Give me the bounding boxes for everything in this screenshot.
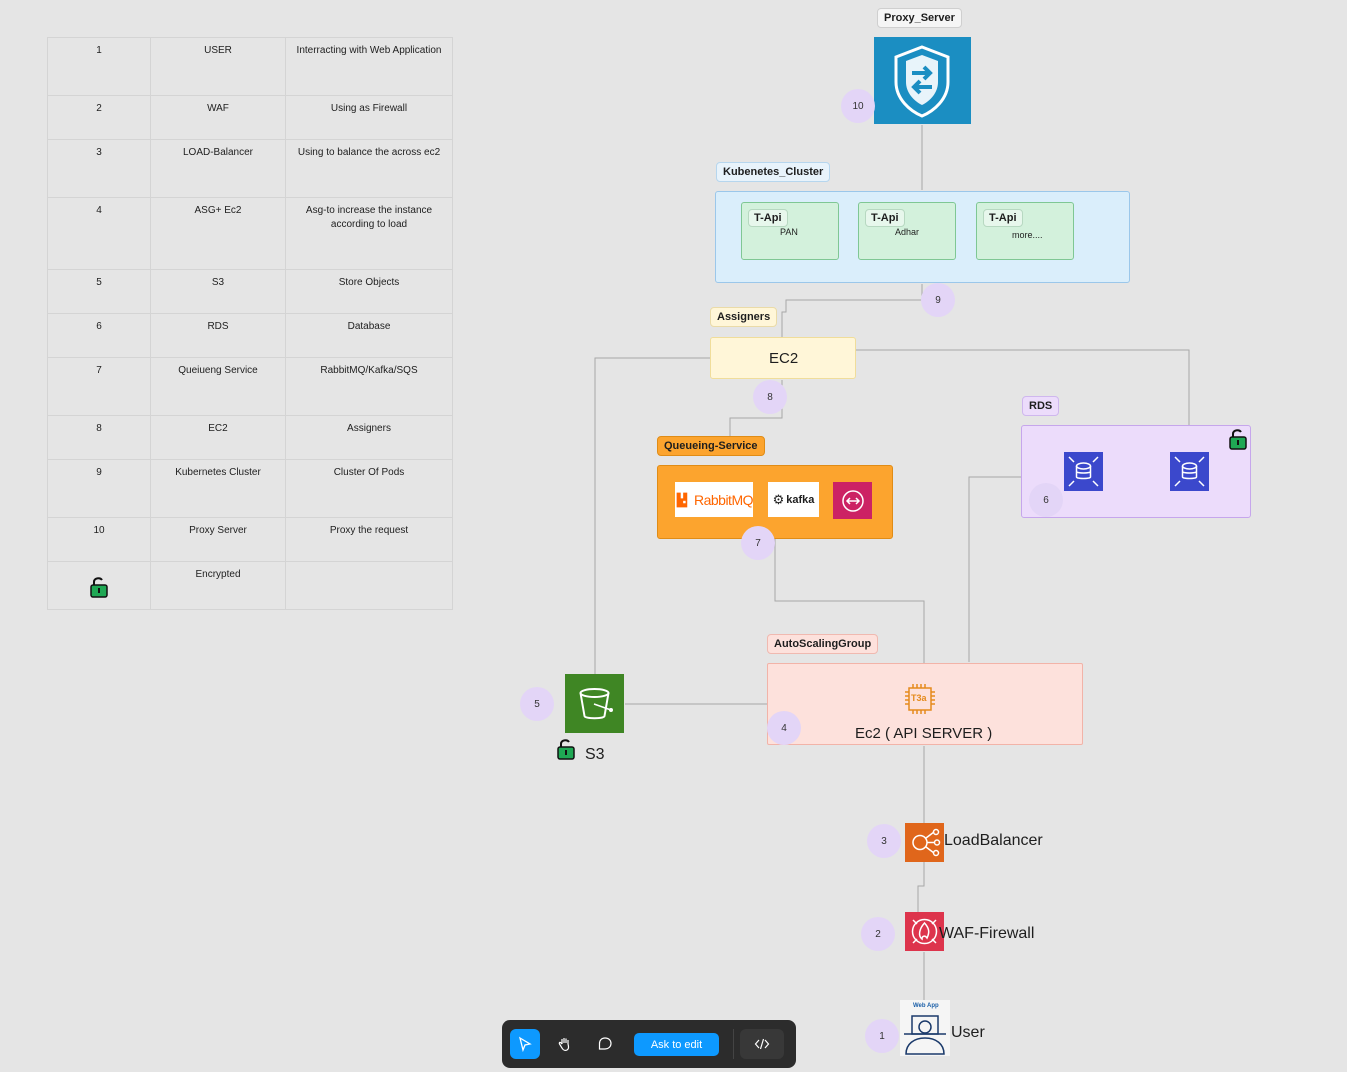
legend-cell-name: USER xyxy=(150,37,286,96)
tapi-sub: more.... xyxy=(1012,230,1043,240)
proxy-server-icon[interactable] xyxy=(874,37,971,124)
cursor-icon xyxy=(518,1036,532,1052)
legend-cell-num: 7 xyxy=(47,357,151,416)
dev-mode-toggle[interactable] xyxy=(740,1029,784,1059)
legend-cell-desc: Cluster Of Pods xyxy=(285,459,453,518)
legend-cell-name: WAF xyxy=(150,95,286,140)
comment-icon xyxy=(598,1037,612,1050)
ec2-label: EC2 xyxy=(769,350,799,367)
step-badge-5: 5 xyxy=(520,687,554,721)
step-badge-3: 3 xyxy=(867,824,901,858)
api-server-label: Ec2 ( API SERVER ) xyxy=(855,725,993,742)
rds-replica-icon[interactable] xyxy=(1170,452,1209,491)
legend-cell-num: 10 xyxy=(47,517,151,562)
t3a-label: T3a xyxy=(911,693,927,703)
assigners-tag: Assigners xyxy=(710,307,778,327)
rds-primary-icon[interactable] xyxy=(1064,452,1103,491)
tapi-sub: Adhar xyxy=(895,227,920,237)
legend-cell-desc: Using as Firewall xyxy=(285,95,453,140)
waf-firewall-icon[interactable] xyxy=(905,912,944,951)
step-badge-2: 2 xyxy=(861,917,895,951)
ec2-assigners-box[interactable]: EC2 xyxy=(710,337,856,379)
legend-cell-desc: Store Objects xyxy=(285,269,453,314)
s3-encrypted-lock-icon xyxy=(557,739,575,760)
api-server-box[interactable]: T3a Ec2 ( API SERVER ) xyxy=(767,663,1083,745)
step-badge-10: 10 xyxy=(841,89,875,123)
step-badge-1: 1 xyxy=(865,1019,899,1053)
kafka-logo: ⚙ kafka xyxy=(768,482,819,517)
legend-cell-name: Kubernetes Cluster xyxy=(150,459,286,518)
rabbitmq-logo: RabbitMQ xyxy=(675,482,754,517)
sqs-icon xyxy=(833,482,872,519)
kafka-icon: ⚙ xyxy=(772,491,785,507)
legend-cell-name: RDS xyxy=(150,313,286,358)
web-app-label: Web App xyxy=(913,1003,939,1009)
step-badge-6: 6 xyxy=(1029,483,1063,517)
kubernetes-cluster-tag: Kubenetes_Cluster xyxy=(716,162,831,182)
step-badge-4: 4 xyxy=(767,711,801,745)
hand-icon xyxy=(558,1038,570,1051)
comment-tool-button[interactable] xyxy=(590,1029,620,1059)
load-balancer-icon[interactable] xyxy=(905,823,944,862)
rabbitmq-text: RabbitMQ xyxy=(693,491,754,508)
web-app-user-icon[interactable]: Web App xyxy=(900,1000,950,1056)
tapi-more[interactable]: T-Api more.... xyxy=(976,202,1074,260)
ask-to-edit-button[interactable]: Ask to edit xyxy=(634,1033,719,1056)
rds-tag: RDS xyxy=(1022,396,1060,416)
tapi-pan[interactable]: T-Api PAN xyxy=(741,202,839,260)
encrypted-lock-icon xyxy=(90,577,108,598)
legend-cell-num: 3 xyxy=(47,139,151,198)
legend-cell-num: 9 xyxy=(47,459,151,518)
code-icon xyxy=(754,1038,770,1050)
bottom-toolbar: Ask to edit xyxy=(502,1020,796,1068)
toolbar-divider xyxy=(733,1029,734,1059)
step-badge-7: 7 xyxy=(741,526,775,560)
tapi-sub: PAN xyxy=(780,227,798,237)
tapi-title: T-Api xyxy=(865,209,905,227)
queueing-service-box[interactable]: RabbitMQ ⚙ kafka xyxy=(657,465,893,539)
tapi-title: T-Api xyxy=(748,209,788,227)
step-badge-8: 8 xyxy=(753,380,787,414)
tapi-adhar[interactable]: T-Api Adhar xyxy=(858,202,956,260)
legend-cell-name: Queiueng Service xyxy=(150,357,286,416)
legend-cell-num: 6 xyxy=(47,313,151,358)
legend-cell-num: 1 xyxy=(47,37,151,96)
select-tool-button[interactable] xyxy=(510,1029,540,1059)
legend-cell-desc: Proxy the request xyxy=(285,517,453,562)
legend-cell-num xyxy=(47,561,151,610)
kafka-text: kafka xyxy=(786,493,815,506)
queueing-service-tag: Queueing-Service xyxy=(657,436,765,456)
s3-label: S3 xyxy=(585,746,605,763)
legend-cell-desc: Interracting with Web Application xyxy=(285,37,453,96)
hand-tool-button[interactable] xyxy=(550,1029,580,1059)
step-badge-9: 9 xyxy=(921,283,955,317)
user-label: User xyxy=(951,1024,985,1041)
proxy-server-tag: Proxy_Server xyxy=(877,8,962,28)
legend-row: Encrypted xyxy=(47,561,453,610)
autoscaling-group-tag: AutoScalingGroup xyxy=(767,634,879,654)
legend-cell-name: EC2 xyxy=(150,415,286,460)
load-balancer-label: LoadBalancer xyxy=(944,832,1043,849)
legend-cell-name: LOAD-Balancer xyxy=(150,139,286,198)
t3a-chip-icon: T3a xyxy=(903,682,937,716)
legend-cell-desc: Assigners xyxy=(285,415,453,460)
tapi-title: T-Api xyxy=(983,209,1023,227)
s3-bucket-icon[interactable] xyxy=(565,674,624,733)
legend-cell-desc xyxy=(285,561,453,610)
encrypted-lock-icon xyxy=(1229,429,1247,450)
rabbitmq-icon xyxy=(676,492,688,507)
legend-cell-desc: Asg-to increase the instance according t… xyxy=(285,197,453,270)
waf-firewall-label: WAF-Firewall xyxy=(939,925,1035,942)
